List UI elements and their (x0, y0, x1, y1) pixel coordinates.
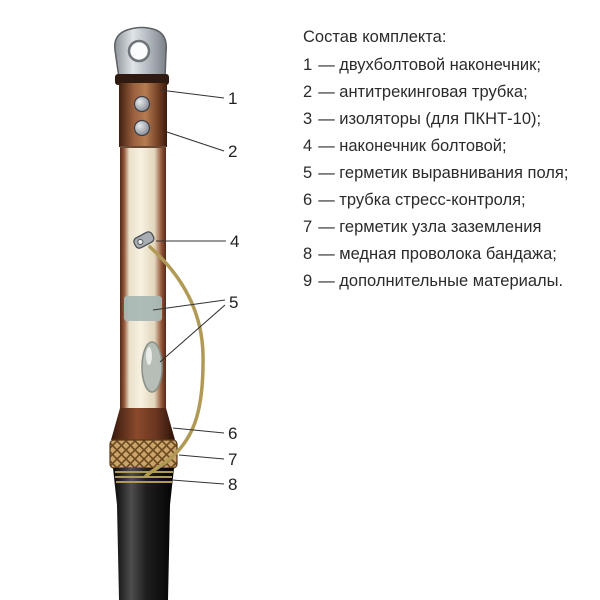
legend-item-text: — герметик узла заземления (318, 218, 542, 236)
wire-bandage (115, 471, 173, 483)
legend-item-number: 8 (303, 245, 313, 263)
ground-wire-lug (133, 231, 155, 249)
legend-item-text: — антитрекинговая трубка; (318, 83, 528, 101)
legend-item-text: — герметик выравнивания поля; (318, 164, 569, 182)
legend-item-number: 2 (303, 83, 313, 101)
legend-item-number: 7 (303, 218, 313, 236)
legend-item-number: 1 (303, 56, 313, 74)
legend-item-6: 6 — трубка стресс-контроля; (303, 187, 595, 214)
ground-braid (109, 439, 178, 469)
cable-body (113, 468, 174, 600)
legend-item-number: 9 (303, 272, 313, 290)
top-lug-hole (127, 39, 151, 63)
legend-item-8: 8 — медная проволока бандажа; (303, 241, 595, 268)
cable-termination-diagram: 1 2 4 5 6 7 8 (109, 26, 239, 600)
legend-item-text: — изоляторы (для ПКНТ-10); (318, 110, 542, 128)
field-grading-window-highlight (146, 347, 152, 365)
field-grading-window (141, 341, 163, 393)
legend-item-text: — трубка стресс-контроля; (318, 191, 526, 209)
callout-1: 1 (228, 89, 237, 108)
stress-control-cone (111, 408, 175, 440)
legend-item-number: 4 (303, 137, 313, 155)
legend-item-7: 7 — герметик узла заземления (303, 214, 595, 241)
bolt-top (133, 95, 151, 113)
callout-6: 6 (228, 424, 237, 443)
callout-8: 8 (228, 475, 237, 494)
callout-7: 7 (228, 450, 237, 469)
legend-item-3: 3 — изоляторы (для ПКНТ-10); (303, 106, 595, 133)
lug-collar (115, 74, 169, 85)
legend-item-text: — дополнительные материалы. (318, 272, 564, 290)
legend-item-5: 5 — герметик выравнивания поля; (303, 160, 595, 187)
callout-4: 4 (230, 232, 239, 251)
legend-item-number: 3 (303, 110, 313, 128)
two-bolt-lug-body (119, 83, 167, 147)
legend-item-9: 9 — дополнительные материалы. (303, 268, 595, 295)
legend-title: Состав комплекта: (303, 28, 447, 46)
legend-item-number: 6 (303, 191, 313, 209)
legend: Состав комплекта: 1 — двухболтовой након… (303, 24, 595, 295)
ground-wire (144, 245, 205, 478)
bolt-bottom (133, 119, 151, 137)
legend-item-4: 4 — наконечник болтовой; (303, 133, 595, 160)
legend-item-text: — двухболтовой наконечник; (318, 56, 541, 74)
callout-2: 2 (228, 142, 237, 161)
legend-item-1: 1 — двухболтовой наконечник; (303, 52, 595, 79)
legend-item-text: — медная проволока бандажа; (318, 245, 557, 263)
field-grading-band (124, 296, 162, 321)
legend-item-2: 2 — антитрекинговая трубка; (303, 79, 595, 106)
legend-item-number: 5 (303, 164, 313, 182)
legend-item-text: — наконечник болтовой; (318, 137, 507, 155)
callout-5: 5 (229, 293, 238, 312)
callout-lines (152, 89, 226, 485)
